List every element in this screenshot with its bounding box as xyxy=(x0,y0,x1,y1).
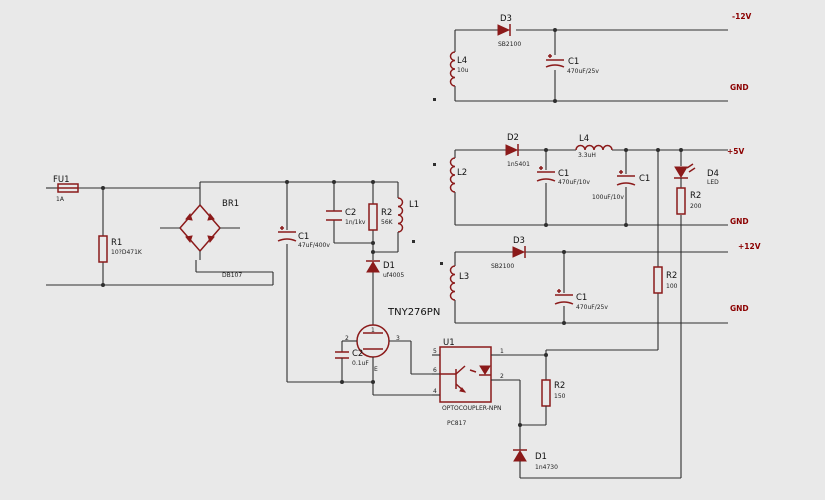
c1-5v-b-ref: C1 xyxy=(639,174,650,184)
l3-ref: L3 xyxy=(459,272,469,282)
d3-top-val: SB2100 xyxy=(498,41,521,48)
l4-top-val: 10u xyxy=(457,67,469,74)
inductor-l4-top xyxy=(449,51,456,87)
c2-main-val: 1n/1kv xyxy=(345,219,366,226)
c1-top-ref: C1 xyxy=(568,57,579,67)
inductor-l2 xyxy=(449,157,456,193)
l4-5v-val: 3.3uH xyxy=(578,152,596,159)
c1-main-ref: C1 xyxy=(298,232,309,242)
diode-d3-top xyxy=(497,24,511,36)
fu1-val: 1A xyxy=(56,196,65,203)
l4-top-ref: L4 xyxy=(457,56,467,66)
u1-pin6: 6 xyxy=(433,367,437,374)
resistor-r2-12v xyxy=(653,266,663,294)
c1-5v-a-val: 470uF/10v xyxy=(558,179,590,186)
d1-main-ref: D1 xyxy=(383,261,395,271)
inductor-l4-5v xyxy=(575,144,613,151)
u1-pin5: 5 xyxy=(433,348,437,355)
br1-val: DB107 xyxy=(222,272,242,279)
resistor-r1 xyxy=(98,235,108,263)
d3-12v-ref: D3 xyxy=(513,236,525,246)
resistor-r2-led xyxy=(676,187,686,215)
ic-pin2: 2 xyxy=(345,335,349,342)
d2-val: 1n5401 xyxy=(507,161,530,168)
u1-pin4: 4 xyxy=(433,388,437,395)
zener-d1 xyxy=(513,450,527,462)
diode-d3-12v xyxy=(512,246,526,258)
br1-ref: BR1 xyxy=(222,199,239,209)
r2-12v-val: 100 xyxy=(666,283,678,290)
l2-ref: L2 xyxy=(457,168,467,178)
c1-5v-b-val: 100uF/10v xyxy=(592,194,624,201)
u1-part: PC817 xyxy=(447,420,466,427)
r2-main-ref: R2 xyxy=(381,208,392,218)
feedback-section: R2 150 D1 1n4730 xyxy=(500,215,682,479)
bridge-rectifier-br1 xyxy=(160,188,240,260)
optocoupler-u1 xyxy=(432,346,500,403)
c2-bias-ref: C2 xyxy=(352,349,363,359)
input-section: FU1 1A R1 10?D471K BR1 DB107 xyxy=(46,175,398,287)
d2-ref: D2 xyxy=(507,133,519,143)
rail-neg12: -12V xyxy=(732,12,752,21)
rail-gnd1: GND xyxy=(730,83,749,92)
rail-gnd2: GND xyxy=(730,217,749,226)
p12-section: L3 D3 SB2100 C1 470uF/25v R2 100 +12V GN… xyxy=(440,236,761,325)
r2-main-val: 56K xyxy=(381,219,394,226)
resistor-r2-main xyxy=(368,203,378,231)
l1-ref: L1 xyxy=(409,200,419,210)
r2-12v-ref: R2 xyxy=(666,271,677,281)
r2-feedback-ref: R2 xyxy=(554,381,565,391)
ic-pin1: 1 xyxy=(371,327,375,334)
fu1-ref: FU1 xyxy=(53,175,70,185)
c1-12v-ref: C1 xyxy=(576,293,587,303)
r1-ref: R1 xyxy=(111,238,122,248)
d1-main-val: uf4005 xyxy=(383,272,404,279)
d4-val: LED xyxy=(707,179,719,186)
d3-12v-val: SB2100 xyxy=(491,263,514,270)
rail-gnd3: GND xyxy=(730,304,749,313)
c1-5v-a-ref: C1 xyxy=(558,169,569,179)
led-d4 xyxy=(674,166,688,178)
primary-section: C1 47uF/400v C2 1n/1kv R2 56K L1 D1 uf40… xyxy=(277,180,440,396)
inductor-l3 xyxy=(449,265,456,301)
inductor-l1 xyxy=(397,197,404,233)
diode-d2 xyxy=(505,144,519,156)
rail-p5: +5V xyxy=(727,147,745,156)
r1-val: 10?D471K xyxy=(111,249,143,256)
ic-name: TNY276PN xyxy=(387,307,440,318)
ic-pin3: 3 xyxy=(396,335,400,342)
r2-led-val: 200 xyxy=(690,203,702,210)
rail-p12: +12V xyxy=(738,242,761,251)
c1-12v-val: 470uF/25v xyxy=(576,304,608,311)
d4-ref: D4 xyxy=(707,169,719,179)
diode-d1-main xyxy=(366,261,380,273)
u1-pin2: 2 xyxy=(500,373,504,380)
u1-val: OPTOCOUPLER-NPN xyxy=(442,405,501,412)
resistor-r2-feedback xyxy=(541,379,551,407)
d1-zener-ref: D1 xyxy=(535,452,547,462)
d1-zener-val: 1n4730 xyxy=(535,464,558,471)
c1-main-val: 47uF/400v xyxy=(298,242,330,249)
p5-section: L2 D2 1n5401 C1 470uF/10v L4 3.3uH C1 10… xyxy=(433,133,749,267)
d3-top-ref: D3 xyxy=(500,14,512,24)
c2-main-ref: C2 xyxy=(345,208,356,218)
c1-top-val: 470uF/25v xyxy=(567,68,599,75)
r2-led-ref: R2 xyxy=(690,191,701,201)
u1-pin1: 1 xyxy=(500,348,504,355)
neg12-section: D3 SB2100 L4 10u C1 470uF/25v -12V GND xyxy=(433,12,752,103)
c2-bias-val: 0.1uF xyxy=(352,360,369,367)
ic-pin-e: E xyxy=(374,366,378,373)
u1-ref: U1 xyxy=(443,338,455,348)
r2-feedback-val: 150 xyxy=(554,393,566,400)
l4-5v-ref: L4 xyxy=(579,134,589,144)
